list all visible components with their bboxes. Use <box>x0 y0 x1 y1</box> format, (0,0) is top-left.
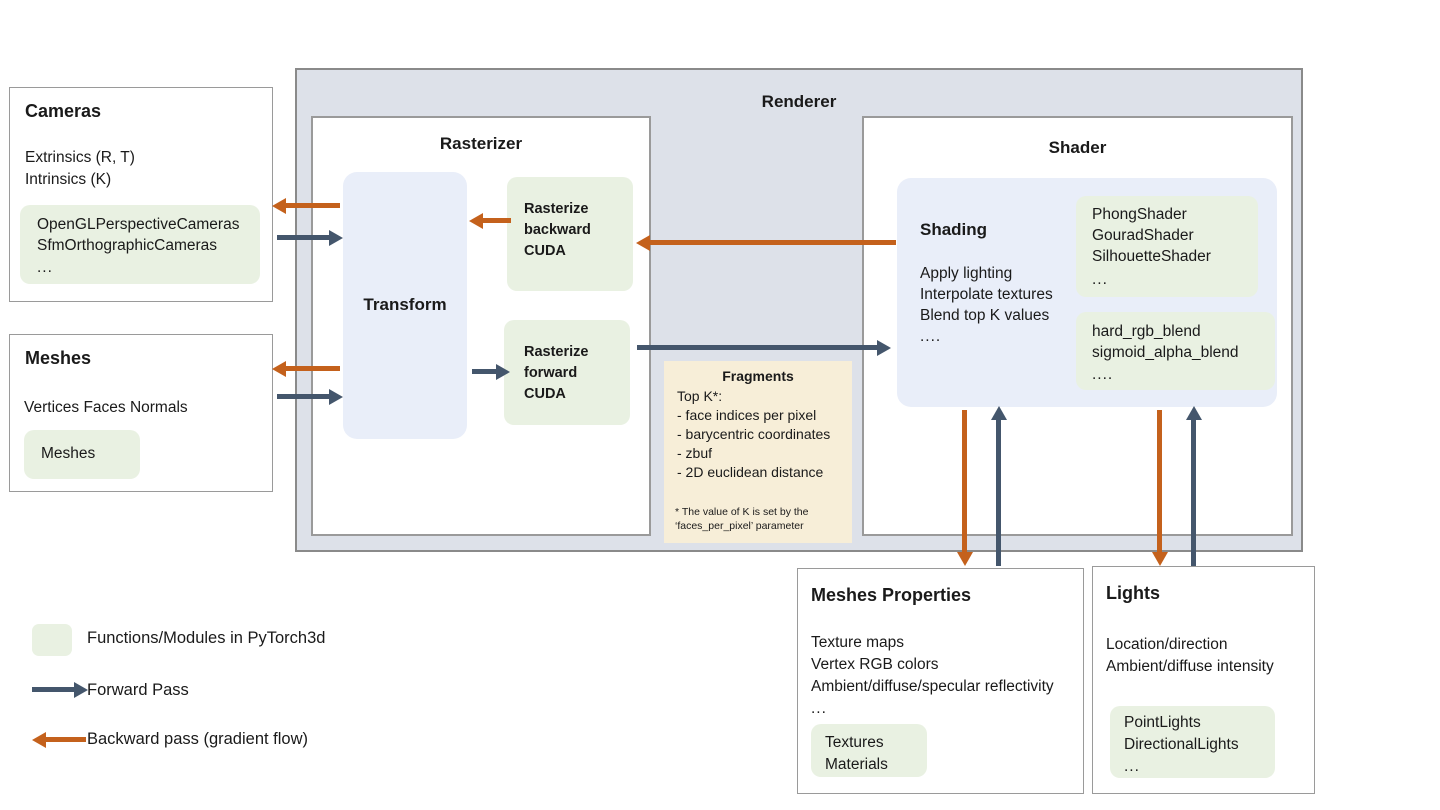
shading-line-2: Blend top K values <box>920 307 1050 324</box>
cameras-line-0: Extrinsics (R, T) <box>25 149 135 166</box>
meshes-properties-line-0: Texture maps <box>811 634 905 651</box>
rasterize-backward-line-2: CUDA <box>524 243 566 259</box>
arrow-shader-to-meshprops-head <box>956 552 973 566</box>
shading-line-0: Apply lighting <box>920 265 1013 282</box>
legend-forward-arrow-head <box>74 681 88 698</box>
shader-class-2: SilhouetteShader <box>1092 248 1211 265</box>
arrow-shader-to-rasterizer-line <box>648 240 896 245</box>
rasterize-forward-line-1: forward <box>524 365 578 381</box>
lights-module-2: ... <box>1124 758 1140 775</box>
rasterize-forward-line-2: CUDA <box>524 386 566 402</box>
legend-module-swatch <box>32 624 72 656</box>
blend-fn-2: .... <box>1092 366 1114 383</box>
arrow-cameras-backward-line <box>284 203 340 208</box>
arrow-lights-to-shader-head <box>1185 406 1202 420</box>
cameras-module-1: SfmOrthographicCameras <box>37 237 218 254</box>
fragments-line-2: - barycentric coordinates <box>677 426 831 442</box>
arrow-meshes-backward-head <box>272 360 286 377</box>
meshes-line-0: Vertices Faces Normals <box>24 399 188 416</box>
shader-class-0: PhongShader <box>1092 206 1187 223</box>
meshes-properties-line-2: Ambient/diffuse/specular reflectivity <box>811 678 1054 695</box>
arrow-backward-to-transform-head <box>469 212 483 229</box>
fragments-note-1: ‘faces_per_pixel’ parameter <box>675 520 804 532</box>
cameras-module-block[interactable]: OpenGLPerspectiveCameras SfmOrthographic… <box>20 205 260 284</box>
blend-fn-1: sigmoid_alpha_blend <box>1092 344 1239 361</box>
shader-class-3: ... <box>1092 271 1108 288</box>
arrow-backward-to-transform-line <box>481 218 511 223</box>
shader-classes-block[interactable]: PhongShader GouradShader SilhouetteShade… <box>1076 196 1258 297</box>
renderer-title: Renderer <box>761 92 837 111</box>
transform-block[interactable] <box>343 172 467 439</box>
blend-functions-block[interactable]: hard_rgb_blend sigmoid_alpha_blend .... <box>1076 312 1275 390</box>
fragments-line-3: - zbuf <box>677 445 713 461</box>
arrow-meshes-forward-head <box>329 388 343 405</box>
rasterize-backward-line-0: Rasterize <box>524 201 589 217</box>
meshes-properties-line-1: Vertex RGB colors <box>811 656 939 673</box>
rasterize-forward-line-0: Rasterize <box>524 344 589 360</box>
arrow-meshprops-to-shader-head <box>990 406 1007 420</box>
shading-line-1: Interpolate textures <box>920 286 1053 303</box>
lights-line-1: Ambient/diffuse intensity <box>1106 658 1274 675</box>
arrow-cameras-forward-line <box>277 235 329 240</box>
arrow-lights-to-shader-line <box>1191 420 1196 566</box>
legend-module-label: Functions/Modules in PyTorch3d <box>87 629 326 647</box>
cameras-title: Cameras <box>25 101 102 121</box>
meshes-module-0: Meshes <box>41 445 96 462</box>
arrow-transform-to-forward-head <box>496 363 510 380</box>
blend-fn-0: hard_rgb_blend <box>1092 323 1201 340</box>
lights-module-0: PointLights <box>1124 714 1201 731</box>
cameras-line-1: Intrinsics (K) <box>25 171 112 188</box>
shading-title: Shading <box>920 220 988 239</box>
cameras-module-2: ... <box>37 259 53 276</box>
arrow-meshprops-to-shader-line <box>996 420 1001 566</box>
arrow-meshes-backward-line <box>284 366 340 371</box>
fragments-block: Fragments Top K*: - face indices per pix… <box>664 361 852 543</box>
arrow-shader-to-lights-head <box>1151 552 1168 566</box>
lights-title: Lights <box>1106 583 1160 603</box>
shader-class-1: GouradShader <box>1092 227 1194 244</box>
meshes-module-block[interactable]: Meshes <box>24 430 140 479</box>
arrow-cameras-forward-head <box>329 229 343 246</box>
arrow-shader-to-lights-line <box>1157 410 1162 552</box>
legend-backward-arrow-line <box>44 737 86 742</box>
meshes-properties-module-0: Textures <box>825 734 884 751</box>
fragments-note-0: * The value of K is set by the <box>675 506 809 518</box>
rasterize-backward-line-1: backward <box>524 222 591 238</box>
arrow-rasterizer-to-shader-line <box>637 345 877 350</box>
rasterize-forward-cuda-block[interactable]: Rasterize forward CUDA <box>504 320 630 425</box>
rasterizer-title: Rasterizer <box>439 134 523 153</box>
meshes-properties-module-block[interactable]: Textures Materials <box>811 724 927 777</box>
meshes-title: Meshes <box>25 348 92 368</box>
legend-backward-label: Backward pass (gradient flow) <box>87 730 309 748</box>
fragments-line-0: Top K*: <box>677 388 723 404</box>
legend-forward-label: Forward Pass <box>87 681 189 699</box>
cameras-module-0: OpenGLPerspectiveCameras <box>37 216 240 233</box>
arrow-rasterizer-to-shader-head <box>877 339 891 356</box>
arrow-shader-to-meshprops-line <box>962 410 967 552</box>
lights-module-1: DirectionalLights <box>1124 736 1239 753</box>
arrow-cameras-backward-head <box>272 197 286 214</box>
lights-module-block[interactable]: PointLights DirectionalLights ... <box>1110 706 1275 778</box>
shading-line-3: .... <box>920 328 942 345</box>
arrow-transform-to-forward-line <box>472 369 496 374</box>
legend-forward-arrow-line <box>32 687 74 692</box>
lights-line-0: Location/direction <box>1106 636 1228 653</box>
meshes-properties-line-3: ... <box>811 700 827 717</box>
fragments-line-1: - face indices per pixel <box>677 407 817 423</box>
fragments-line-4: - 2D euclidean distance <box>677 464 824 480</box>
legend-backward-arrow-head <box>32 731 46 748</box>
shader-title: Shader <box>1048 138 1107 157</box>
rasterize-backward-cuda-block[interactable]: Rasterize backward CUDA <box>507 177 633 291</box>
arrow-shader-to-rasterizer-head <box>636 234 650 251</box>
fragments-title: Fragments <box>722 368 794 384</box>
arrow-meshes-forward-line <box>277 394 329 399</box>
meshes-properties-module-1: Materials <box>825 756 888 773</box>
meshes-properties-title: Meshes Properties <box>811 585 972 605</box>
transform-label: Transform <box>363 295 447 314</box>
